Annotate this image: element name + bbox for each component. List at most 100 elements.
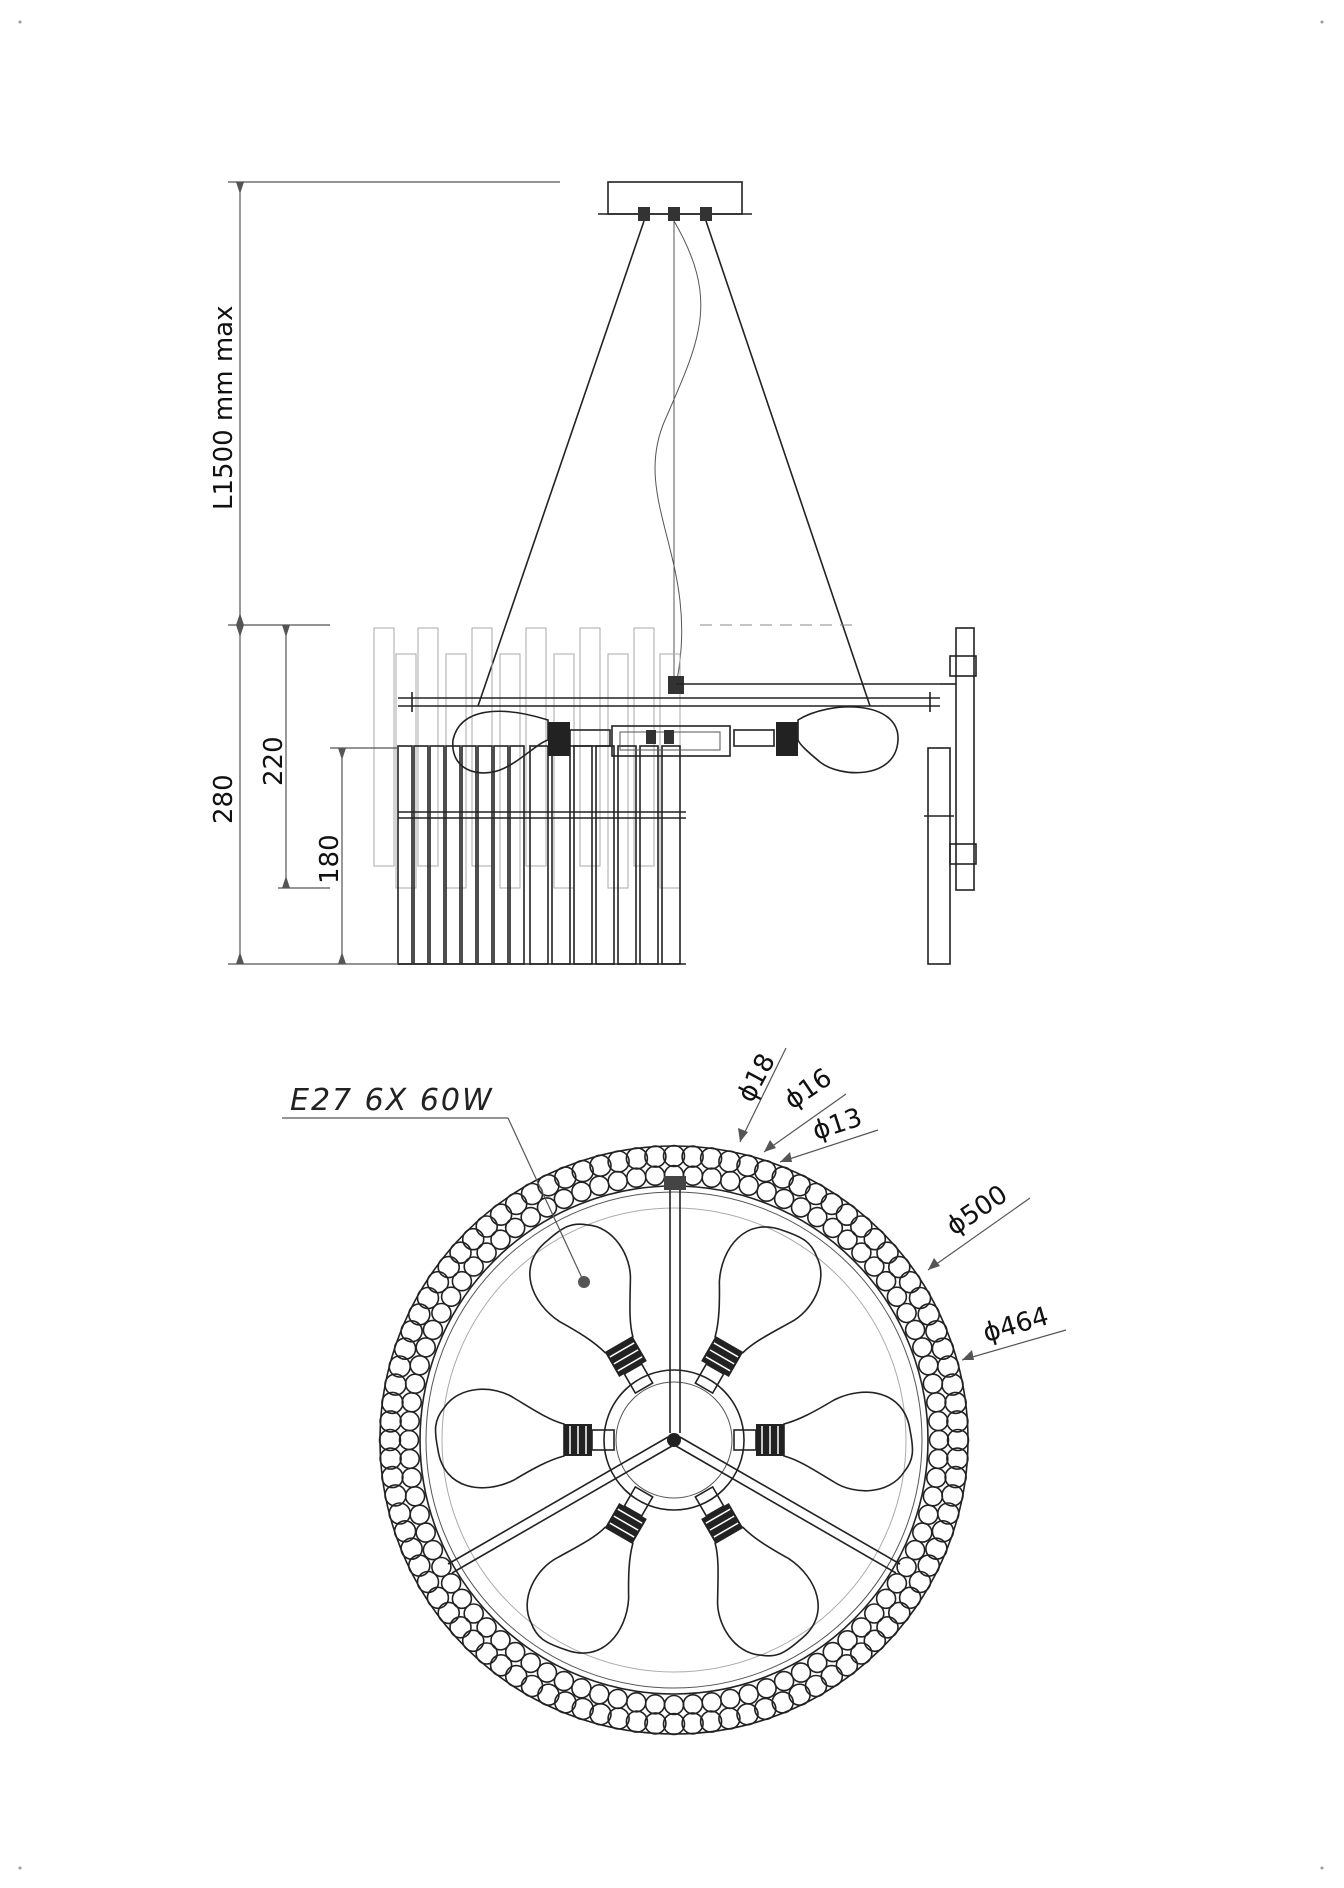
bulb-socket-arm	[623, 1362, 654, 1395]
crystal-bead	[404, 1486, 426, 1507]
crystal-bead	[771, 1691, 795, 1714]
crystal-bead	[863, 1256, 885, 1277]
ceiling-canopy	[598, 181, 752, 221]
crystal-bar	[461, 745, 477, 965]
crystal-strip-outline	[553, 653, 575, 889]
crystal-bead	[476, 1242, 497, 1263]
crystal-bead	[490, 1229, 511, 1250]
crystal-bead	[837, 1630, 858, 1651]
crystal-bead	[644, 1712, 667, 1735]
crystal-bead	[504, 1217, 526, 1239]
diameter-leaders	[738, 1047, 1067, 1361]
crystal-bead	[415, 1522, 437, 1543]
crystal-bead	[431, 1556, 452, 1578]
side-crystal-profile	[924, 627, 977, 965]
crystal-bead	[504, 1664, 528, 1688]
crystal-bead	[904, 1319, 926, 1341]
crystal-bead	[820, 1192, 844, 1216]
bulb-socket-arm	[623, 1485, 654, 1518]
crystal-bead	[790, 1197, 812, 1218]
crystal-strip-outlines	[373, 627, 681, 889]
bulb-glass	[714, 1526, 819, 1657]
crystal-bead	[504, 1641, 526, 1663]
crystal-bead	[925, 1392, 947, 1413]
crystal-bead	[719, 1688, 741, 1710]
lamp-spec-callout	[282, 1117, 590, 1288]
bulb-socket-arm	[694, 1485, 725, 1518]
crystal-bead	[662, 1144, 686, 1168]
crystal-bead	[790, 1662, 812, 1683]
bulb	[434, 1388, 615, 1489]
crystal-bead	[756, 1181, 777, 1202]
crystal-bar	[639, 745, 659, 965]
crystal-bead	[925, 1320, 948, 1343]
crystal-bead	[835, 1654, 859, 1677]
crystal-bead	[771, 1166, 795, 1189]
crystal-bead	[409, 1355, 431, 1376]
crystal-bead	[451, 1270, 473, 1292]
bulb-socket-thread	[713, 1522, 739, 1538]
crystal-bead	[946, 1410, 969, 1433]
crystal-bead	[399, 1410, 421, 1432]
crystal-bead	[463, 1256, 485, 1277]
crystal-bar	[617, 745, 637, 965]
bulb-socket-thread	[709, 1515, 735, 1531]
bead-outer-diameter-label: ϕ18	[732, 1049, 782, 1107]
crystal-bead	[536, 1197, 558, 1218]
crystal-bead	[449, 1616, 472, 1639]
crystal-bead	[553, 1166, 577, 1189]
crystal-bead	[835, 1203, 859, 1226]
corner-marks	[18, 20, 1324, 1870]
bulb-socket-thread	[617, 1356, 643, 1372]
side-elevation-view: L1500 mm max 280 220 180	[209, 181, 977, 965]
frame-height-label: 220	[259, 736, 289, 786]
crystal-bar	[661, 745, 681, 965]
crystal-strip-outline	[373, 627, 395, 867]
bulb	[694, 1226, 822, 1395]
crystal-bead	[851, 1242, 872, 1263]
crystal-bead	[422, 1319, 444, 1341]
crystal-bar-body	[397, 745, 686, 965]
crystal-bead	[489, 1203, 513, 1226]
bulb-glass	[526, 1526, 634, 1654]
crystal-bead	[588, 1175, 610, 1196]
crystal-bead	[644, 1694, 666, 1715]
crystal-bead	[681, 1145, 704, 1168]
body-height-label: 180	[315, 834, 345, 884]
crystal-bead	[461, 1227, 485, 1251]
crystal-bead	[917, 1355, 939, 1376]
crystal-bead	[863, 1227, 887, 1251]
crystal-bead	[553, 1691, 577, 1714]
crystal-bead	[520, 1652, 542, 1674]
crystal-bead	[682, 1165, 704, 1186]
crystal-bead	[437, 1601, 461, 1625]
crystal-bead	[401, 1467, 423, 1488]
crystal-bead	[588, 1684, 610, 1705]
crystal-bead	[925, 1537, 948, 1560]
crystal-bead	[662, 1712, 686, 1736]
crystal-bead	[738, 1684, 760, 1705]
crystal-bead	[451, 1588, 473, 1610]
crystal-bead	[863, 1629, 887, 1653]
outer-ring-diameter-label: ϕ500	[941, 1180, 1013, 1242]
crystal-bead	[415, 1337, 437, 1358]
crystal-bead	[837, 1229, 858, 1250]
crystal-bead	[887, 1601, 911, 1625]
bottom-plan-view: E27 6X 60W ϕ18 ϕ16 ϕ13 ϕ500 ϕ464	[282, 1047, 1067, 1736]
bulb-glass	[783, 1391, 914, 1492]
crystal-bead	[553, 1188, 575, 1210]
crystal-bead	[536, 1662, 558, 1683]
crystal-bead	[520, 1206, 542, 1228]
bead-middle-diameter-label: ϕ16	[779, 1063, 837, 1116]
crystal-bead	[911, 1522, 933, 1543]
bulb-socket-thread	[713, 1342, 739, 1358]
total-height-label: 280	[209, 774, 239, 824]
crystal-bead	[437, 1255, 461, 1279]
crystal-bead	[806, 1652, 828, 1674]
crystal-bead	[571, 1181, 592, 1202]
crystal-bead	[849, 1642, 873, 1665]
bead-inner-diameter-label: ϕ13	[809, 1103, 866, 1147]
crystal-bead	[876, 1241, 899, 1264]
